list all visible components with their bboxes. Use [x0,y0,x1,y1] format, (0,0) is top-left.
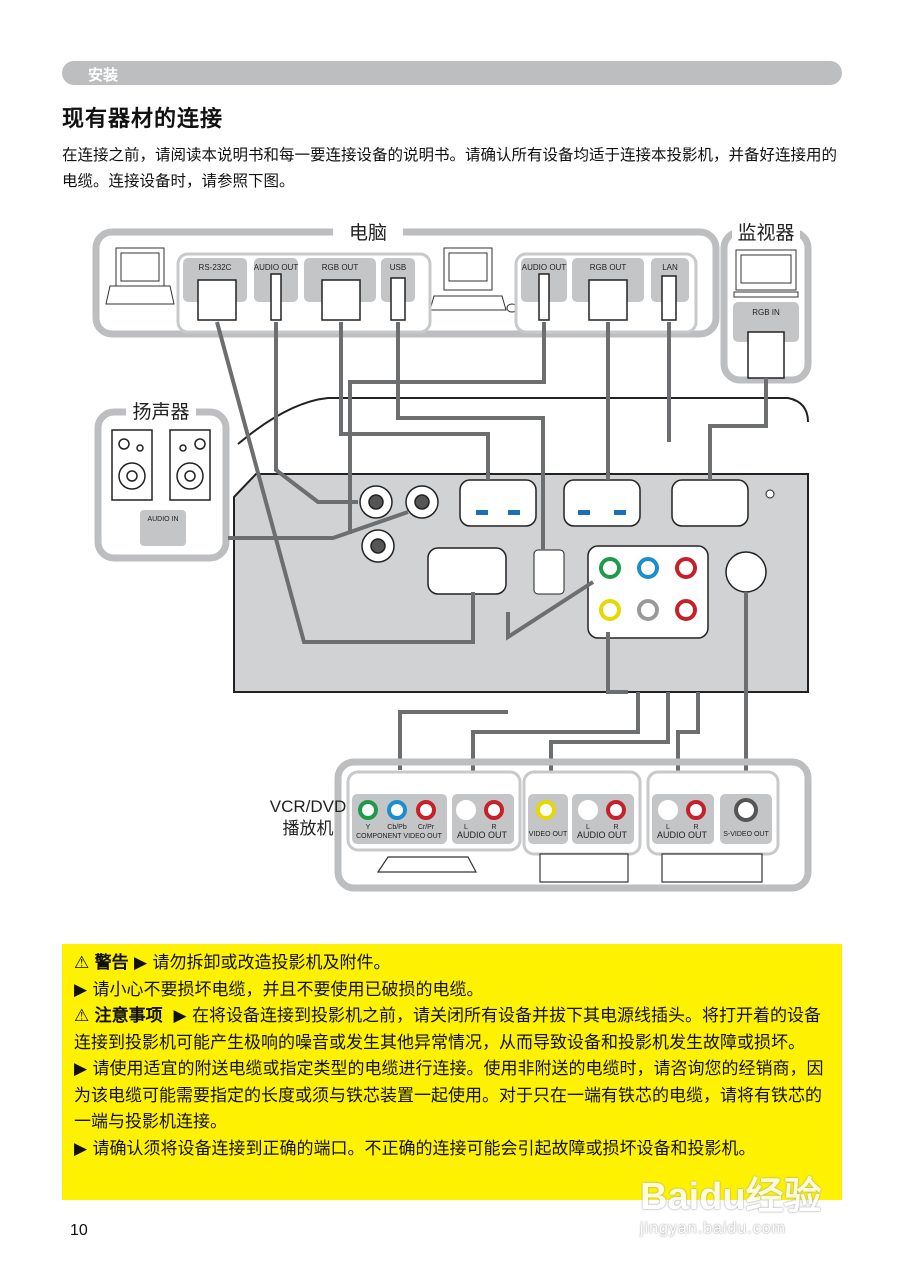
speaker-label: 扬声器 [132,401,189,423]
label-audio-r-2: R [613,824,618,831]
caution-icon: ⚠ [74,1006,90,1026]
lan-plug-icon [661,275,677,321]
watermark-url: jingyan.baidu.com [640,1220,786,1237]
label-y: Y [366,824,371,831]
dvd-recorder-icon [661,853,763,883]
page-number: 10 [70,1222,88,1239]
label-audio-r-3: R [693,824,698,831]
port-label-rgb-in: RGB IN [752,308,780,317]
warning-box: ⚠ 警告 ▶ 请勿拆卸或改造投影机及附件。 ▶ 请小心不要损坏电缆，并且不要使用… [62,944,842,1200]
desktop-icon [429,247,518,313]
caution-text-3: 请确认须将设备连接到正确的端口。不正确的连接可能会引起故障或损坏设备和投影机。 [92,1138,756,1159]
rgb-in-plug-icon [747,331,785,379]
port-label-audio-out-2: AUDIO OUT [522,263,567,272]
monitor-label: 监视器 [737,222,794,244]
vcr-icon [539,853,629,883]
vcr-dvd-label-line2: 播放机 [283,819,334,838]
label-audio-l-2: L [586,824,590,831]
caution-text-2: 请使用适宜的附送电缆或指定类型的电缆进行连接。使用非附送的电缆时，请咨询您的经销… [74,1059,824,1132]
cables [215,321,768,772]
label-audio-out-1: AUDIO OUT [457,830,508,840]
rs232-plug-icon [197,279,237,321]
watermark: Baidu经验 jingyan.baidu.com [640,1165,850,1245]
warning-text-2: 请小心不要损坏电缆，并且不要使用已破损的电缆。 [92,979,484,1000]
label-audio-l-3: L [666,824,670,831]
port-label-lan: LAN [662,263,678,272]
label-cb-pb: Cb/Pb [387,824,407,831]
vcr-dvd-label-line1: VCR/DVD [270,797,347,816]
port-label-audio-out-1: AUDIO OUT [254,263,299,272]
section-header-bar: 安装 [62,61,842,85]
vcr-dvd-group: VCR/DVD 播放机 Y Cb/Pb [270,758,812,892]
section-label: 安装 [88,66,119,84]
projector-panel [233,397,809,693]
intro-paragraph: 在连接之前，请阅读本说明书和每一要连接设备的说明书。请确认所有设备均适于连接本投… [62,146,838,190]
label-audio-out-2: AUDIO OUT [577,830,628,840]
page-title: 现有器材的连接 [62,107,224,132]
label-audio-out-3: AUDIO OUT [657,830,708,840]
audio-plug-icon [270,273,282,321]
port-label-rgb-out-2: RGB OUT [590,263,627,272]
warning-icon: ⚠ [74,953,90,973]
warning-text-1: 请勿拆卸或改造投影机及附件。 [152,953,391,973]
computer-label: 电脑 [349,222,387,244]
watermark-brand: Baidu经验 [640,1176,822,1218]
label-audio-l-1: L [464,824,468,831]
speaker-group: 扬声器 AUDIO IN [94,400,230,562]
rgb-plug-icon-2 [588,279,628,321]
monitor-group: 监视器 RGB IN [720,220,812,384]
rgb-plug-icon [321,279,361,321]
audio-plug-icon-2 [538,273,550,321]
usb-plug-icon [390,277,406,321]
warning-label: 警告 [94,953,129,973]
computer-group: 电脑 RS-232C AUDIO OUT RGB OUT USB [92,220,720,338]
label-video-out: VIDEO OUT [529,831,568,838]
caution-label: 注意事项 [94,1006,163,1026]
speaker-icon [111,429,211,501]
label-s-video-out: S-VIDEO OUT [723,831,769,838]
dvd-player-icon [376,856,477,873]
label-cr-pr: Cr/Pr [418,824,435,831]
label-audio-r-1: R [491,824,496,831]
label-component-video-out: COMPONENT VIDEO OUT [356,833,443,840]
monitor-icon [733,249,799,298]
port-label-usb: USB [390,263,406,272]
laptop-icon [105,247,175,305]
port-label-rs232c: RS-232C [199,263,232,272]
port-label-rgb-out-1: RGB OUT [322,263,359,272]
caution-text-1: 在将设备连接到投影机之前，请关闭所有设备并拔下其电源线插头。将打开着的设备连接到… [74,1006,821,1053]
port-label-audio-in: AUDIO IN [147,516,178,523]
connection-diagram: 电脑 RS-232C AUDIO OUT RGB OUT USB [92,220,812,892]
